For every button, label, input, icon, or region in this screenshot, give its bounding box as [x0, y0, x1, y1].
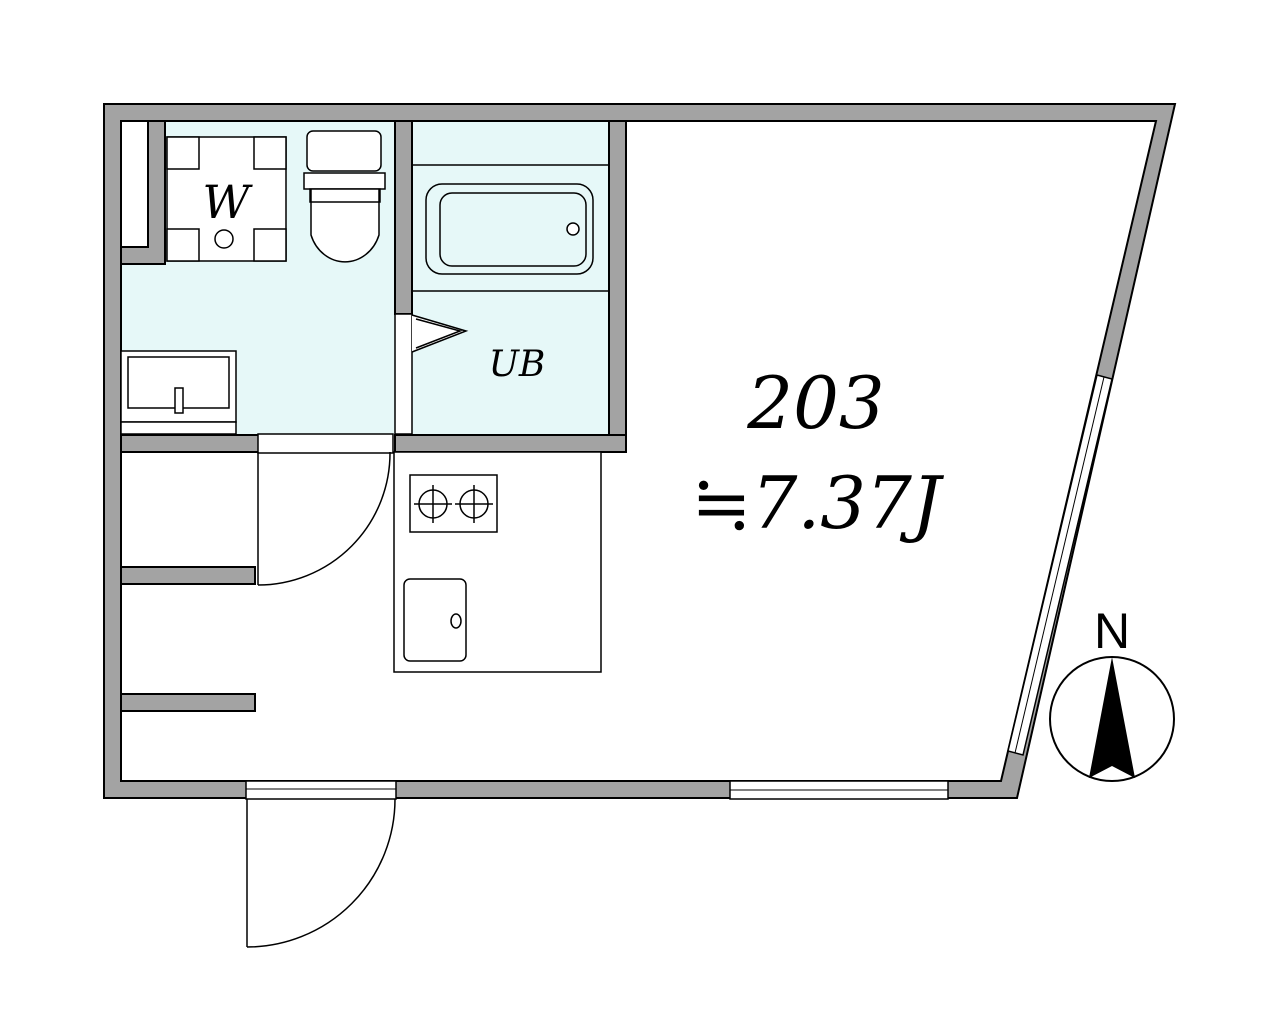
stove-icon [409, 474, 498, 533]
unit-bath-label: UB [489, 344, 546, 385]
compass-icon [1049, 656, 1175, 782]
bath-folding-door [411, 314, 469, 353]
bathtub-icon [425, 183, 594, 275]
washroom-door-swing [257, 451, 391, 586]
storage-niche [120, 120, 149, 248]
washer-space-icon [166, 136, 287, 262]
outer-wall [103, 103, 1177, 799]
bottom-window [729, 780, 949, 800]
bathroom-floor [412, 121, 609, 435]
wash-basin-icon [120, 350, 237, 435]
washroom-door-gap [257, 433, 394, 454]
entrance-door-gap [245, 780, 397, 800]
sink-icon [403, 578, 467, 662]
compass-north-label: N [1094, 603, 1130, 659]
bath-door-gap [394, 313, 413, 435]
entrance-door-swing [246, 798, 396, 948]
room-area: ≒7.37J [691, 461, 945, 545]
room-number: 203 [746, 361, 884, 445]
toilet-icon [303, 130, 386, 263]
washer-label: W [202, 175, 253, 229]
side-window [1007, 374, 1113, 756]
